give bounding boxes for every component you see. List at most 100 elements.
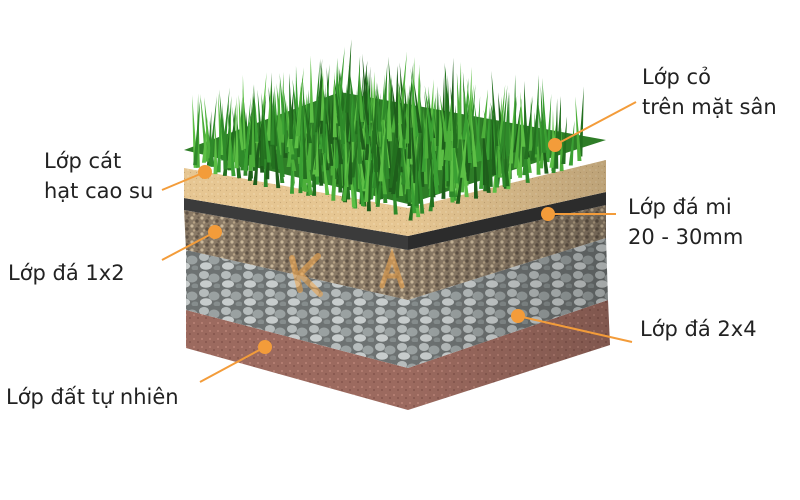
watermark-logo — [289, 248, 405, 297]
grass-blade — [266, 81, 272, 141]
grass-blade — [315, 126, 320, 177]
grass-blade — [277, 80, 282, 156]
grass-blade — [337, 73, 346, 144]
grass-blade — [456, 72, 462, 140]
grass-blade — [438, 107, 443, 171]
leader-line-soil — [199, 346, 266, 383]
grass-blade — [402, 143, 411, 190]
grass-blade — [479, 147, 484, 189]
grass-blade — [495, 144, 504, 185]
grass-blade — [530, 103, 538, 161]
grass-blade — [540, 85, 546, 153]
grass-blade — [353, 135, 358, 209]
coarse-stone-layer — [186, 238, 608, 368]
grass-blade — [520, 91, 526, 147]
grass-blade — [213, 122, 218, 175]
grass-blade — [349, 85, 357, 142]
grass-blade — [235, 113, 244, 167]
grass-blade — [518, 134, 523, 178]
grass-blade — [474, 96, 481, 162]
grass-blade — [303, 132, 313, 188]
grass-blade — [434, 110, 442, 168]
label-natural-soil: Lớp đất tự nhiên — [6, 382, 179, 412]
grass-blade — [300, 147, 309, 192]
grass-blade — [303, 108, 308, 180]
grass-blade — [413, 79, 422, 133]
label-stone-2x4-line1: Lớp đá 2x4 — [640, 317, 757, 341]
grass-blade — [411, 119, 419, 191]
grass-blade — [321, 84, 326, 153]
grass-blade — [376, 82, 382, 132]
label-rubber-sand-line2: hạt cao su — [44, 179, 154, 203]
grass-blade — [414, 148, 419, 207]
grass-blade — [430, 117, 440, 186]
label-grass-layer-line1: Lớp cỏ — [642, 65, 711, 89]
grass-blade — [283, 97, 290, 154]
grass-blade — [371, 101, 379, 173]
grass-blade — [378, 86, 385, 147]
grass-blade — [575, 96, 582, 162]
grass-blade — [295, 67, 304, 137]
grass-blade — [367, 127, 375, 200]
grass-blade — [513, 98, 522, 153]
label-fine-stone: Lớp đá mi 20 - 30mm — [628, 192, 743, 252]
grass-blade — [364, 138, 371, 202]
label-fine-stone-line1: Lớp đá mi — [628, 195, 732, 219]
rubber-sand-layer — [184, 160, 606, 236]
grass-blade — [524, 80, 529, 145]
grass-blade — [336, 46, 345, 116]
grass-blade — [382, 63, 388, 120]
grass-blade — [506, 138, 513, 190]
grass-blade — [447, 113, 452, 161]
grass-blade — [415, 126, 423, 172]
grass-blade — [216, 108, 222, 173]
grass-blade — [345, 39, 352, 113]
grass-blade — [424, 85, 434, 139]
grass-blade — [536, 113, 541, 175]
grass-blade — [298, 111, 303, 177]
grass-blade — [494, 142, 500, 188]
grass-blade — [363, 137, 373, 189]
grass-blade — [320, 58, 328, 124]
grass-blade — [578, 86, 584, 157]
turf-base-strip — [184, 192, 606, 250]
grass-blade — [568, 120, 575, 166]
grass-blade — [320, 68, 325, 121]
grass-blade — [443, 95, 452, 160]
grass-blade — [227, 111, 232, 169]
grass-blade — [243, 97, 251, 171]
label-grass-layer: Lớp cỏ trên mặt sân — [642, 62, 777, 122]
grass-blade — [513, 97, 522, 168]
leader-line-stone-1x2 — [161, 231, 216, 261]
grass-blade — [340, 121, 349, 185]
grass-blade — [470, 101, 478, 167]
grass-blade — [292, 79, 300, 128]
grass-blade — [508, 94, 516, 164]
grass-blade — [359, 60, 368, 118]
grass-blade — [358, 142, 367, 192]
grass-blade — [497, 130, 503, 178]
soil-layer — [186, 300, 610, 410]
grass-blade — [379, 74, 385, 146]
grass-blade — [334, 118, 344, 165]
grass-blade — [204, 96, 212, 159]
grass-blade — [262, 101, 272, 163]
grass-blade — [497, 84, 506, 150]
grass-blade — [325, 107, 334, 166]
grass-blade — [270, 91, 275, 145]
grass-blade — [279, 73, 287, 135]
label-stone-1x2: Lớp đá 1x2 — [8, 258, 125, 288]
grass-blade — [341, 142, 351, 202]
grass-blade — [464, 89, 473, 164]
grass-blade — [350, 133, 359, 178]
label-stone-2x4: Lớp đá 2x4 — [640, 314, 757, 344]
grass-blade — [332, 71, 337, 138]
leader-line-rubber-sand — [161, 171, 206, 191]
grass-blade — [356, 156, 366, 207]
grass-blade — [499, 137, 507, 188]
grass-blade — [394, 65, 399, 124]
grass-blade — [388, 56, 396, 125]
grass-blade — [234, 103, 239, 169]
label-rubber-sand: Lớp cát hạt cao su — [44, 146, 153, 206]
